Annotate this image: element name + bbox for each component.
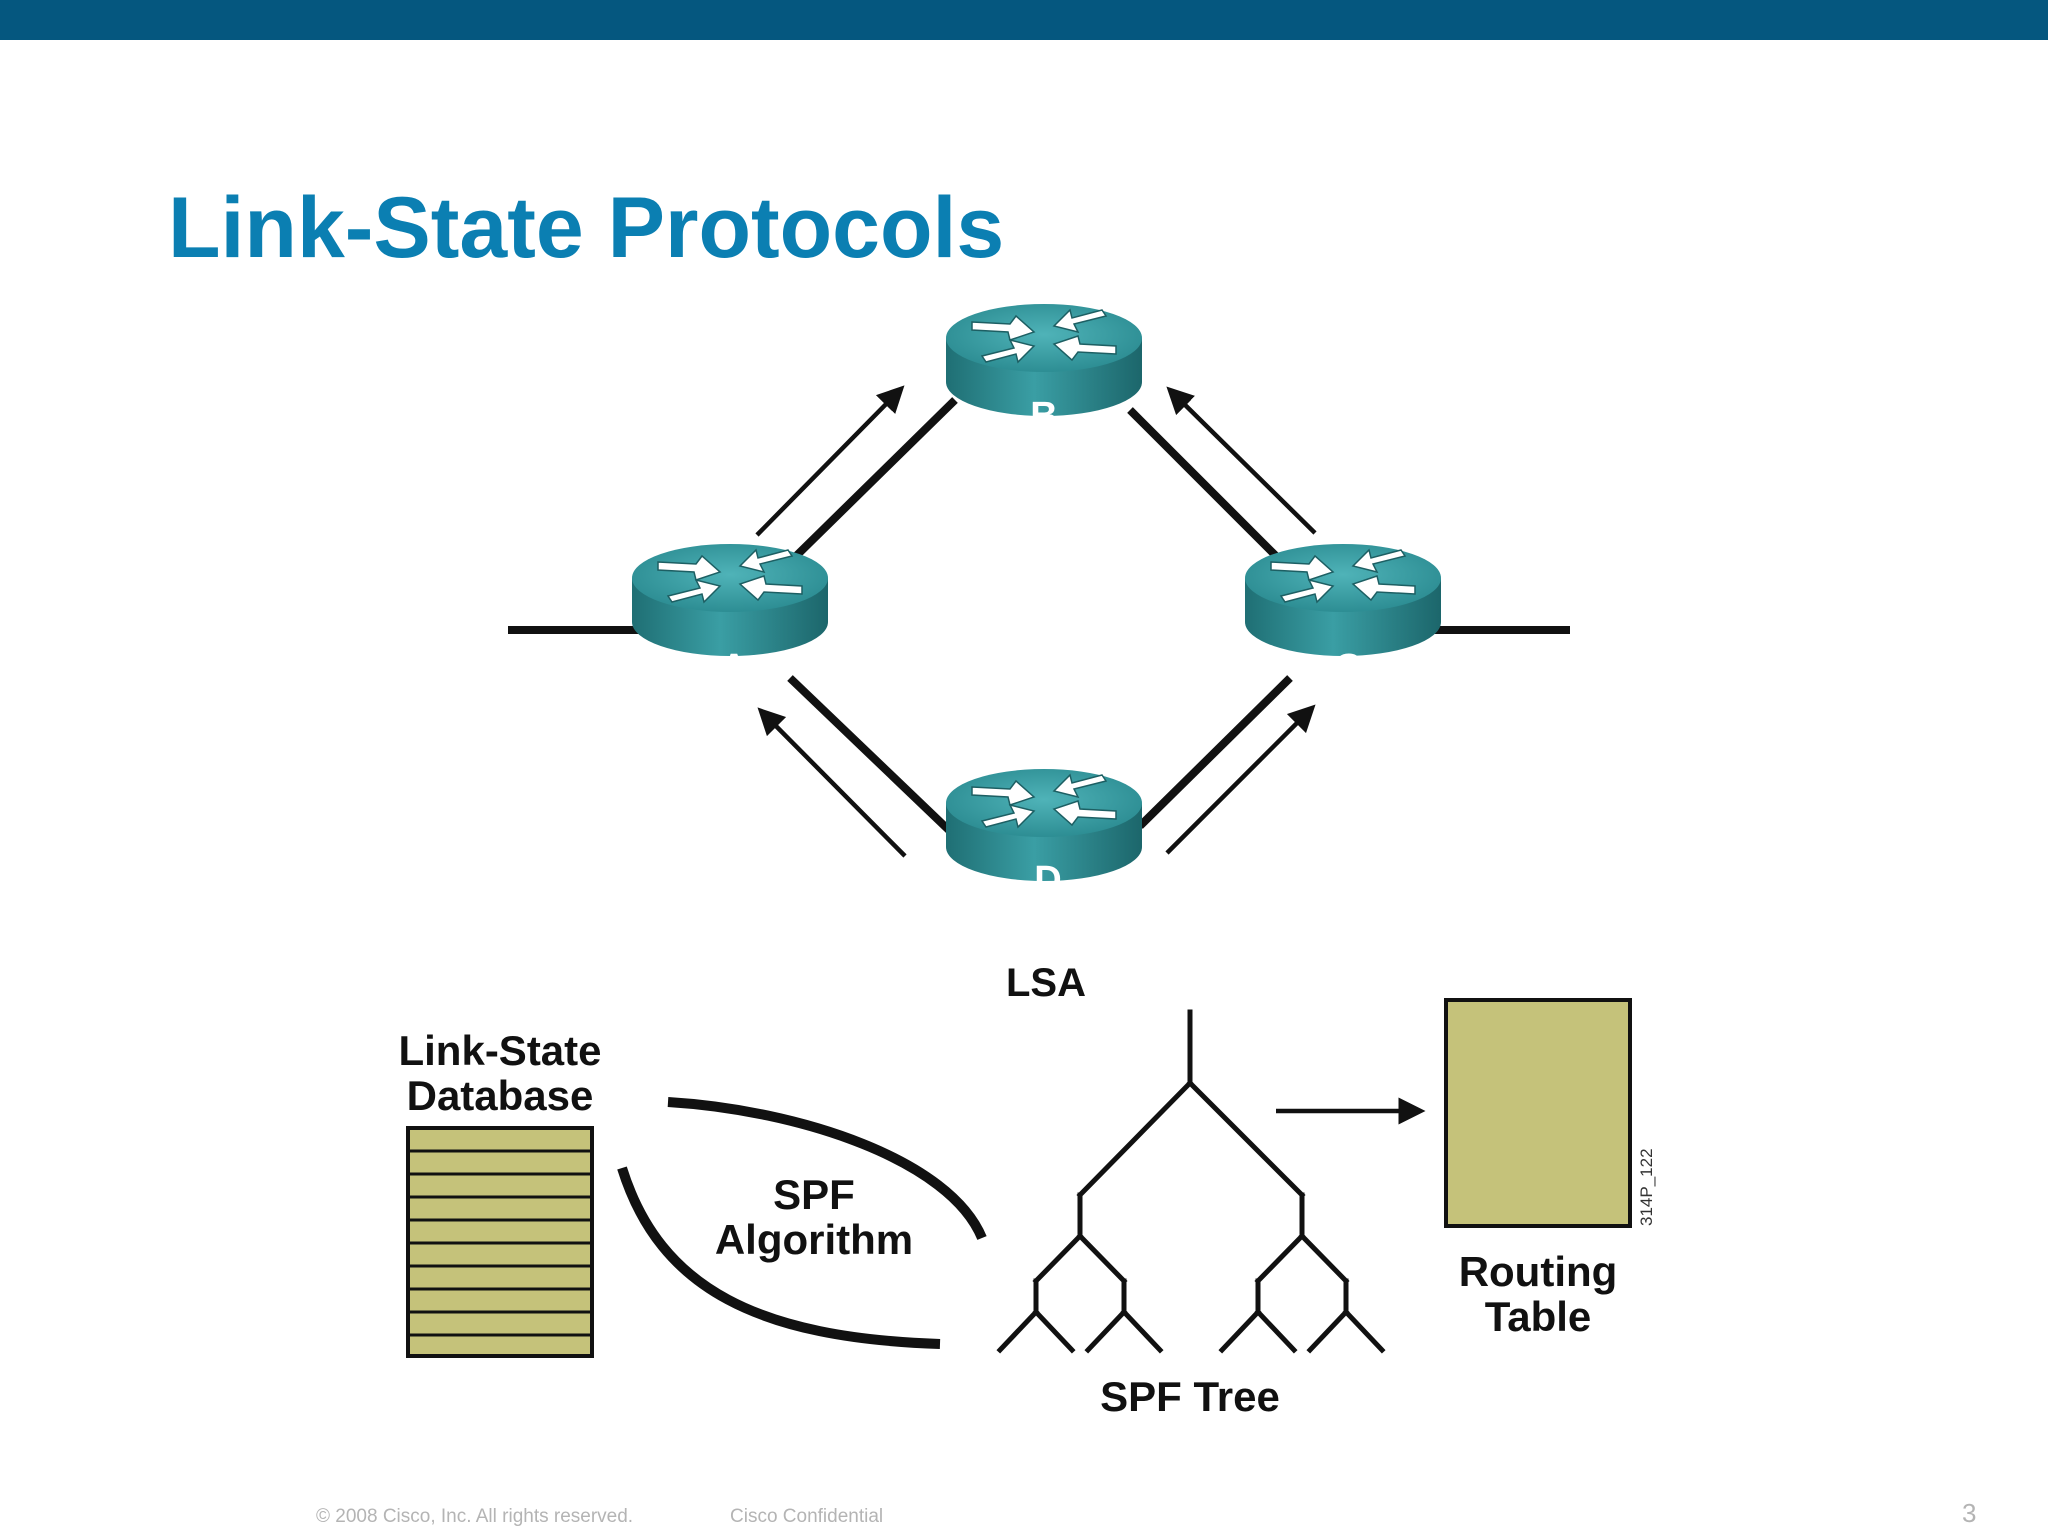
lsa-arrow-c-to-b [1166,386,1317,535]
routing-table-label-line2: Table [1485,1293,1592,1340]
router-b-label: B [1030,395,1057,437]
page-number: 3 [1962,1498,1977,1528]
router-c: C [1245,544,1441,689]
router-d: D [946,769,1142,901]
database-label-line1: Link-State [398,1027,601,1074]
router-a: A [632,544,828,689]
spf-tree-label: SPF Tree [1100,1373,1280,1420]
lsa-flood-arrows [755,385,1317,858]
lsa-arrow-d-to-a [757,707,907,858]
slide-title: Link-State Protocols [168,180,1005,276]
footer-copyright: © 2008 Cisco, Inc. All rights reserved. [316,1506,634,1527]
figure-code-label: 314P_122 [1637,1148,1656,1226]
footer-confidential: Cisco Confidential [730,1506,884,1527]
router-d-label: D [1034,859,1061,901]
link-d-c [1137,675,1293,829]
router-a-label: A [720,647,747,689]
link-state-database-icon [406,1126,594,1358]
router-arrows-icon [971,308,1117,364]
lsa-label: LSA [1006,961,1086,1005]
database-label-line2: Database [407,1072,594,1119]
router-c-label: C [1334,647,1361,689]
router-arrows-icon [657,548,803,604]
spf-algorithm-label-line1: SPF [773,1171,855,1218]
link-b-c [1127,407,1293,573]
link-a-b [787,397,958,565]
link-a-d [787,675,958,839]
spf-tree-icon [996,1009,1386,1354]
routing-table-label-line1: Routing [1459,1248,1618,1295]
spf-cycle-arcs [617,1097,987,1349]
router-arrows-icon [971,773,1117,829]
spf-arc-lower [617,1166,941,1349]
network-links [508,397,1570,839]
routing-table-icon [1444,998,1632,1228]
lsa-arrow-a-to-b [755,385,905,537]
spf-arc-upper [667,1097,987,1240]
lsa-arrow-d-to-c [1165,704,1316,855]
spf-algorithm-label-line2: Algorithm [715,1216,913,1263]
router-arrows-icon [1270,548,1416,604]
top-banner [0,0,2048,40]
router-b: B [946,304,1142,437]
